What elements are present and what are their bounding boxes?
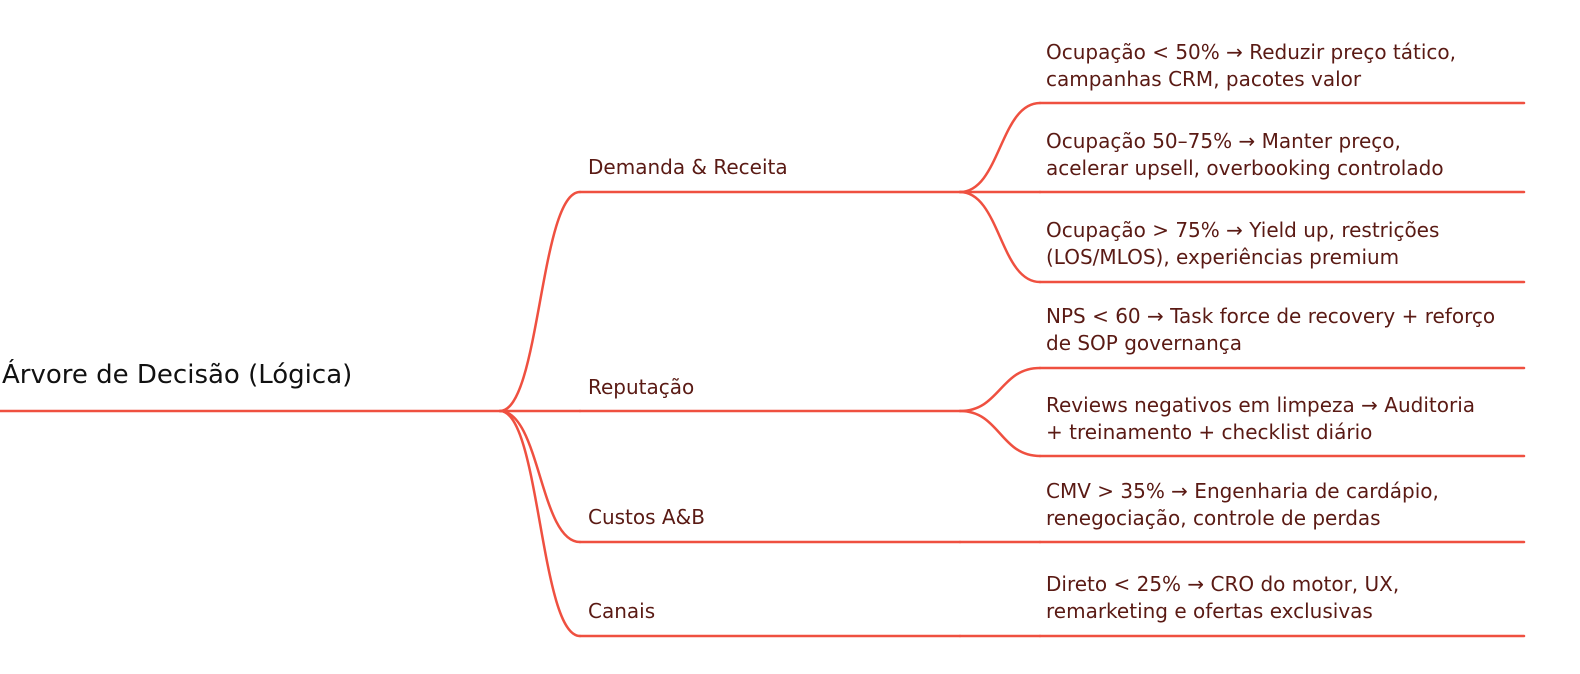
leaf-reviews-limpeza: Reviews negativos em limpeza → Auditoria… — [1046, 392, 1526, 446]
root-node-label: Árvore de Decisão (Lógica) — [2, 360, 353, 390]
leaf-ocupacao-media-line-2: acelerar upsell, overbooking controlado — [1046, 156, 1444, 180]
leaf-reviews-limpeza-line-2: + treinamento + checklist diário — [1046, 420, 1373, 444]
edge-root-to-branch-1 — [498, 190, 582, 413]
leaf-cmv-line-2: renegociação, controle de perdas — [1046, 506, 1381, 530]
branch-custos-ab-label: Custos A&B — [588, 505, 705, 529]
edge-branch-1-to-leaf-1 — [958, 101, 1042, 194]
edge-root-to-branch-3 — [498, 409, 582, 544]
leaf-ocupacao-media: Ocupação 50–75% → Manter preço, acelerar… — [1046, 128, 1526, 182]
leaf-ocupacao-alta: Ocupação > 75% → Yield up, restrições (L… — [1046, 217, 1526, 271]
edge-branch-1-to-leaf-3 — [958, 190, 1042, 284]
leaf-ocupacao-baixa-line-1: Ocupação < 50% → Reduzir preço tático, — [1046, 40, 1457, 64]
leaf-reviews-limpeza-line-1: Reviews negativos em limpeza → Auditoria — [1046, 393, 1476, 417]
leaf-ocupacao-alta-line-2: (LOS/MLOS), experiências premium — [1046, 245, 1400, 269]
edge-root-to-branch-4 — [498, 409, 582, 638]
leaf-nps-line-1: NPS < 60 → Task force de recovery + refo… — [1046, 304, 1496, 328]
leaf-direto-line-2: remarketing e ofertas exclusivas — [1046, 599, 1373, 623]
leaf-nps: NPS < 60 → Task force de recovery + refo… — [1046, 303, 1526, 357]
leaf-cmv: CMV > 35% → Engenharia de cardápio, rene… — [1046, 478, 1526, 532]
leaf-direto: Direto < 25% → CRO do motor, UX, remarke… — [1046, 571, 1526, 625]
branch-demanda-receita-label: Demanda & Receita — [588, 155, 788, 179]
branch-canais-label: Canais — [588, 599, 656, 623]
edge-branch-2-to-leaf-1 — [958, 366, 1042, 413]
leaf-ocupacao-alta-line-1: Ocupação > 75% → Yield up, restrições — [1046, 218, 1440, 242]
leaf-nps-line-2: de SOP governança — [1046, 331, 1243, 355]
leaf-ocupacao-baixa-line-2: campanhas CRM, pacotes valor — [1046, 67, 1362, 91]
leaf-direto-line-1: Direto < 25% → CRO do motor, UX, — [1046, 572, 1400, 596]
leaf-cmv-line-1: CMV > 35% → Engenharia de cardápio, — [1046, 479, 1439, 503]
edge-branch-2-to-leaf-2 — [958, 409, 1042, 458]
leaf-ocupacao-baixa: Ocupação < 50% → Reduzir preço tático, c… — [1046, 39, 1526, 93]
branch-reputacao-label: Reputação — [588, 375, 695, 399]
leaf-ocupacao-media-line-1: Ocupação 50–75% → Manter preço, — [1046, 129, 1401, 153]
